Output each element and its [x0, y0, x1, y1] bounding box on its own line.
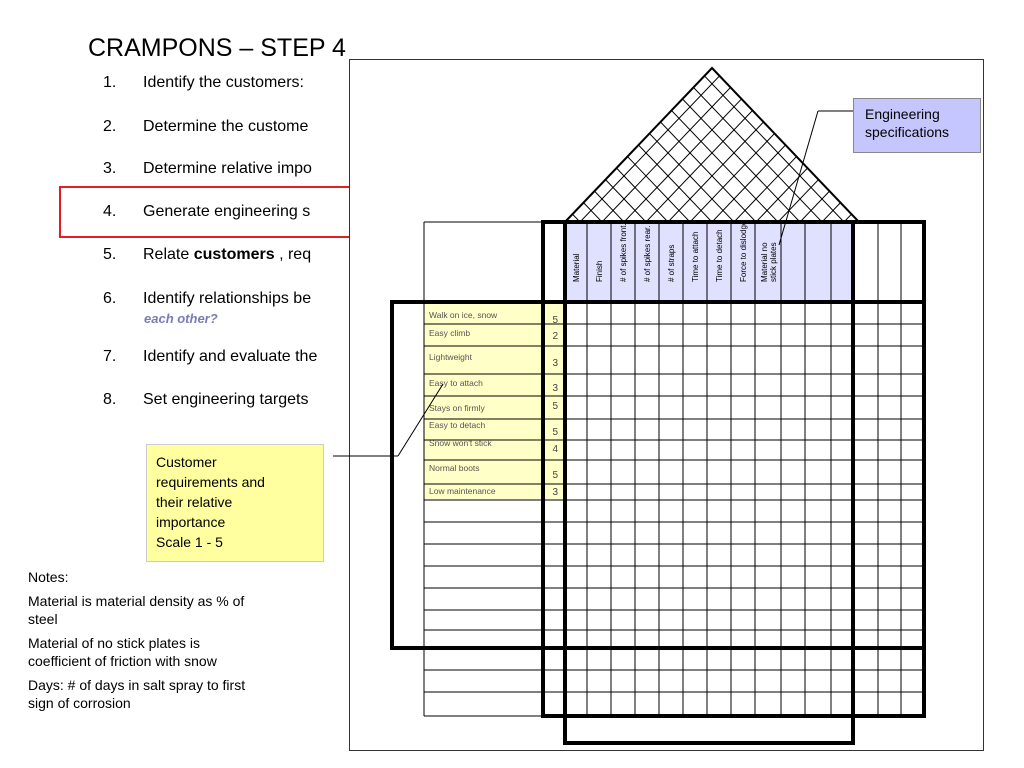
spec-label: Time to attach	[691, 232, 700, 282]
engineering-specifications-callout: Engineering specifications	[853, 98, 981, 153]
requirement-label: Easy climb	[429, 328, 470, 338]
section-outlines	[390, 220, 926, 745]
customer-requirements-callout: Customer requirements and their relative…	[146, 444, 324, 562]
importance-values: 5 2 3 3 5 5 4 5 3	[552, 315, 558, 498]
spec-label: Time to detach	[715, 229, 724, 282]
spec-label: Material nostick plates	[760, 242, 778, 282]
step-7: 7.Identify and evaluate the	[103, 348, 318, 365]
requirement-label: Snow won't stick	[429, 438, 492, 448]
step-4: 4.Generate engineering s	[103, 203, 311, 220]
requirement-label: Easy to detach	[429, 420, 486, 430]
importance-value: 3	[552, 383, 558, 394]
requirement-label: Lightweight	[429, 352, 473, 362]
spec-label: # of straps	[667, 245, 676, 282]
step-4-highlight	[59, 186, 359, 238]
spec-label: Finish	[595, 261, 604, 282]
importance-value: 4	[552, 444, 558, 455]
importance-value: 5	[552, 315, 558, 326]
requirement-label: Normal boots	[429, 463, 480, 473]
notes-section: Notes: Material is material density as %…	[28, 568, 253, 718]
step-5: 5.Relate customers , req	[103, 246, 312, 263]
step-2: 2.Determine the custome	[103, 118, 309, 135]
engineering-spec-labels: Material Finish # of spikes front. # of spi…	[572, 220, 778, 282]
spec-header-fill	[565, 222, 853, 302]
requirement-label: Walk on ice, snow	[429, 310, 498, 320]
note-item: Material is material density as % of ste…	[28, 593, 245, 627]
spec-label: Material	[572, 253, 581, 282]
note-item: Days: # of days in salt spray to first s…	[28, 677, 246, 711]
importance-value: 2	[552, 331, 558, 342]
step-3: 3.Determine relative impo	[103, 160, 312, 177]
notes-heading: Notes:	[28, 569, 69, 585]
importance-value: 5	[552, 470, 558, 481]
spec-label: Force to dislodge	[739, 220, 748, 282]
engineering-callout-pointer	[778, 110, 819, 246]
spec-label: # of spikes rear.	[643, 226, 652, 282]
requirement-label: Easy to attach	[429, 378, 483, 388]
requirement-label: Stays on firmly	[429, 403, 485, 413]
page-title: CRAMPONS – STEP 4	[88, 34, 346, 62]
step-1: 1.Identify the customers:	[103, 74, 304, 91]
importance-value: 5	[552, 427, 558, 438]
importance-value: 3	[552, 487, 558, 498]
step-6: 6.Identify relationships be	[103, 290, 312, 307]
spec-label: # of spikes front.	[619, 223, 628, 282]
customer-callout-pointer	[397, 383, 444, 457]
importance-value: 3	[552, 358, 558, 369]
requirement-label: Low maintenance	[429, 486, 496, 496]
step-8: 8.Set engineering targets	[103, 391, 309, 408]
importance-value: 5	[552, 401, 558, 412]
step-6-subtext: each other?	[144, 311, 218, 326]
note-item: Material of no stick plates is coefficie…	[28, 635, 217, 669]
